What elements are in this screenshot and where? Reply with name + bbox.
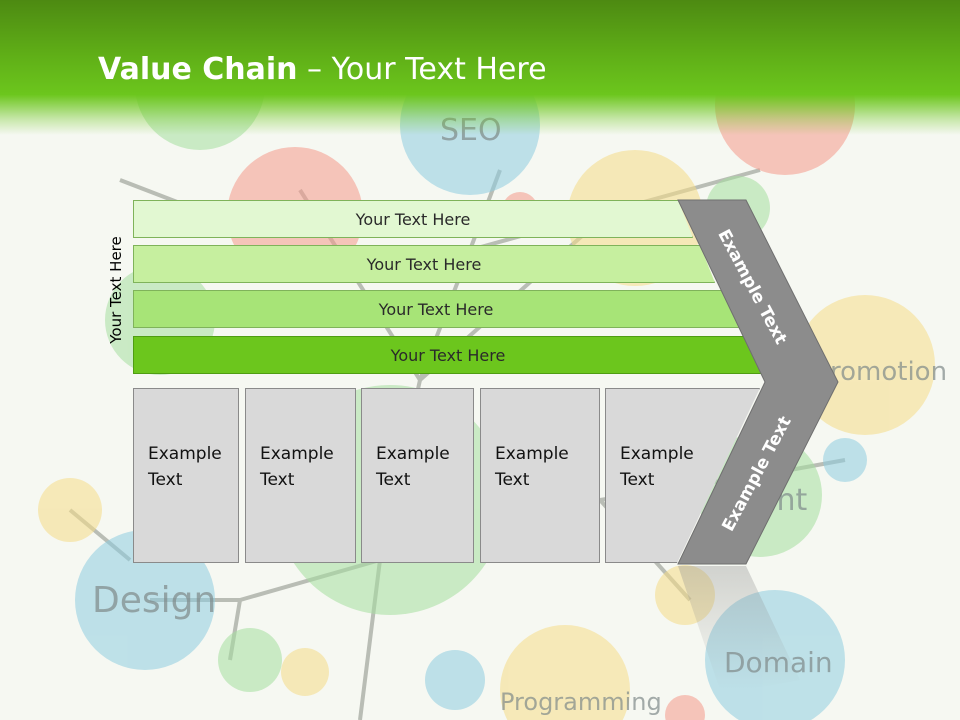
box-line: Text [260, 470, 295, 490]
chevron-reflection [678, 566, 800, 690]
band-label: Your Text Here [378, 299, 494, 319]
title-bar [0, 0, 960, 135]
bg-bubble [218, 628, 282, 692]
bg-bubble [38, 478, 102, 542]
box-line: Example [620, 444, 694, 464]
title-bold: Value Chain [98, 52, 298, 87]
bg-word-promotion: romotion [830, 357, 947, 387]
support-band-4: Your Text Here [133, 336, 763, 374]
title-rest: – Your Text Here [297, 52, 547, 87]
band-label: Your Text Here [390, 345, 506, 365]
box-line: Example [260, 444, 334, 464]
support-band-3: Your Text Here [133, 290, 739, 328]
bg-bubble [425, 650, 485, 710]
box-line: Text [620, 470, 655, 490]
box-line: Example [376, 444, 450, 464]
bg-bubble [500, 625, 630, 720]
slide-title: Value Chain – Your Text Here [98, 52, 547, 87]
box-line: Example [495, 444, 569, 464]
box-line: Text [495, 470, 530, 490]
bg-bubble [665, 695, 705, 720]
bg-word-design: Design [92, 580, 216, 621]
box-line: Text [148, 470, 183, 490]
support-band-1: Your Text Here [133, 200, 693, 238]
support-band-2: Your Text Here [133, 245, 715, 283]
bg-word-programming: Programming [500, 688, 662, 716]
bg-bubble [795, 295, 935, 435]
box-line: Example [148, 444, 222, 464]
band-label: Your Text Here [366, 254, 482, 274]
bg-bubble [823, 438, 867, 482]
bg-bubble [281, 648, 329, 696]
band-label: Your Text Here [355, 209, 471, 229]
bg-bubble [75, 530, 215, 670]
chevron-shape [677, 199, 839, 565]
box-line: Text [376, 470, 411, 490]
